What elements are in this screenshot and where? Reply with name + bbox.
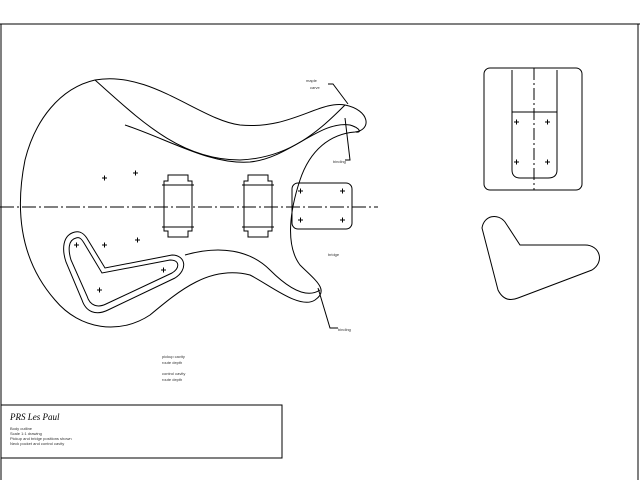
title-note-4: Neck pocket and control cavity xyxy=(10,441,64,446)
control-cavity-cover xyxy=(481,216,600,301)
guitar-body-outline xyxy=(19,78,367,328)
leader-maple-carve xyxy=(328,83,349,105)
annotation-carve: carve xyxy=(310,85,321,90)
annotation-note-2: route depth xyxy=(162,360,182,365)
drawing-title: PRS Les Paul xyxy=(9,412,60,422)
leader-binding-top xyxy=(344,117,351,161)
annotation-binding-lower: binding xyxy=(338,327,351,332)
annotation-note-1: pickup cavity xyxy=(162,354,185,359)
title-block xyxy=(0,404,283,459)
carve-line-2 xyxy=(124,124,360,163)
hole-markers xyxy=(74,119,550,293)
lower-carve xyxy=(184,249,321,294)
carve-line xyxy=(94,79,346,161)
bridge-pickup-route xyxy=(242,174,274,238)
title-note-2: Scale 1:1 drawing xyxy=(10,431,42,436)
annotation-maple: maple xyxy=(306,78,318,83)
annotation-note-3: control cavity xyxy=(162,371,185,376)
neck-pocket xyxy=(291,182,353,230)
drawing-frame xyxy=(0,23,640,480)
title-note-1: Body outline xyxy=(10,426,33,431)
title-note-3: Pickup and bridge positions shown xyxy=(10,436,72,441)
control-cavity-inner xyxy=(68,237,179,307)
neck-pickup-route xyxy=(162,174,194,238)
neck-heel-detail xyxy=(483,67,583,191)
annotation-binding-top: binding xyxy=(333,159,346,164)
annotation-bridge: bridge xyxy=(328,252,340,257)
leader-binding-lower xyxy=(317,287,338,329)
control-cavity-outer xyxy=(63,231,185,314)
annotation-note-4: route depth xyxy=(162,377,182,382)
